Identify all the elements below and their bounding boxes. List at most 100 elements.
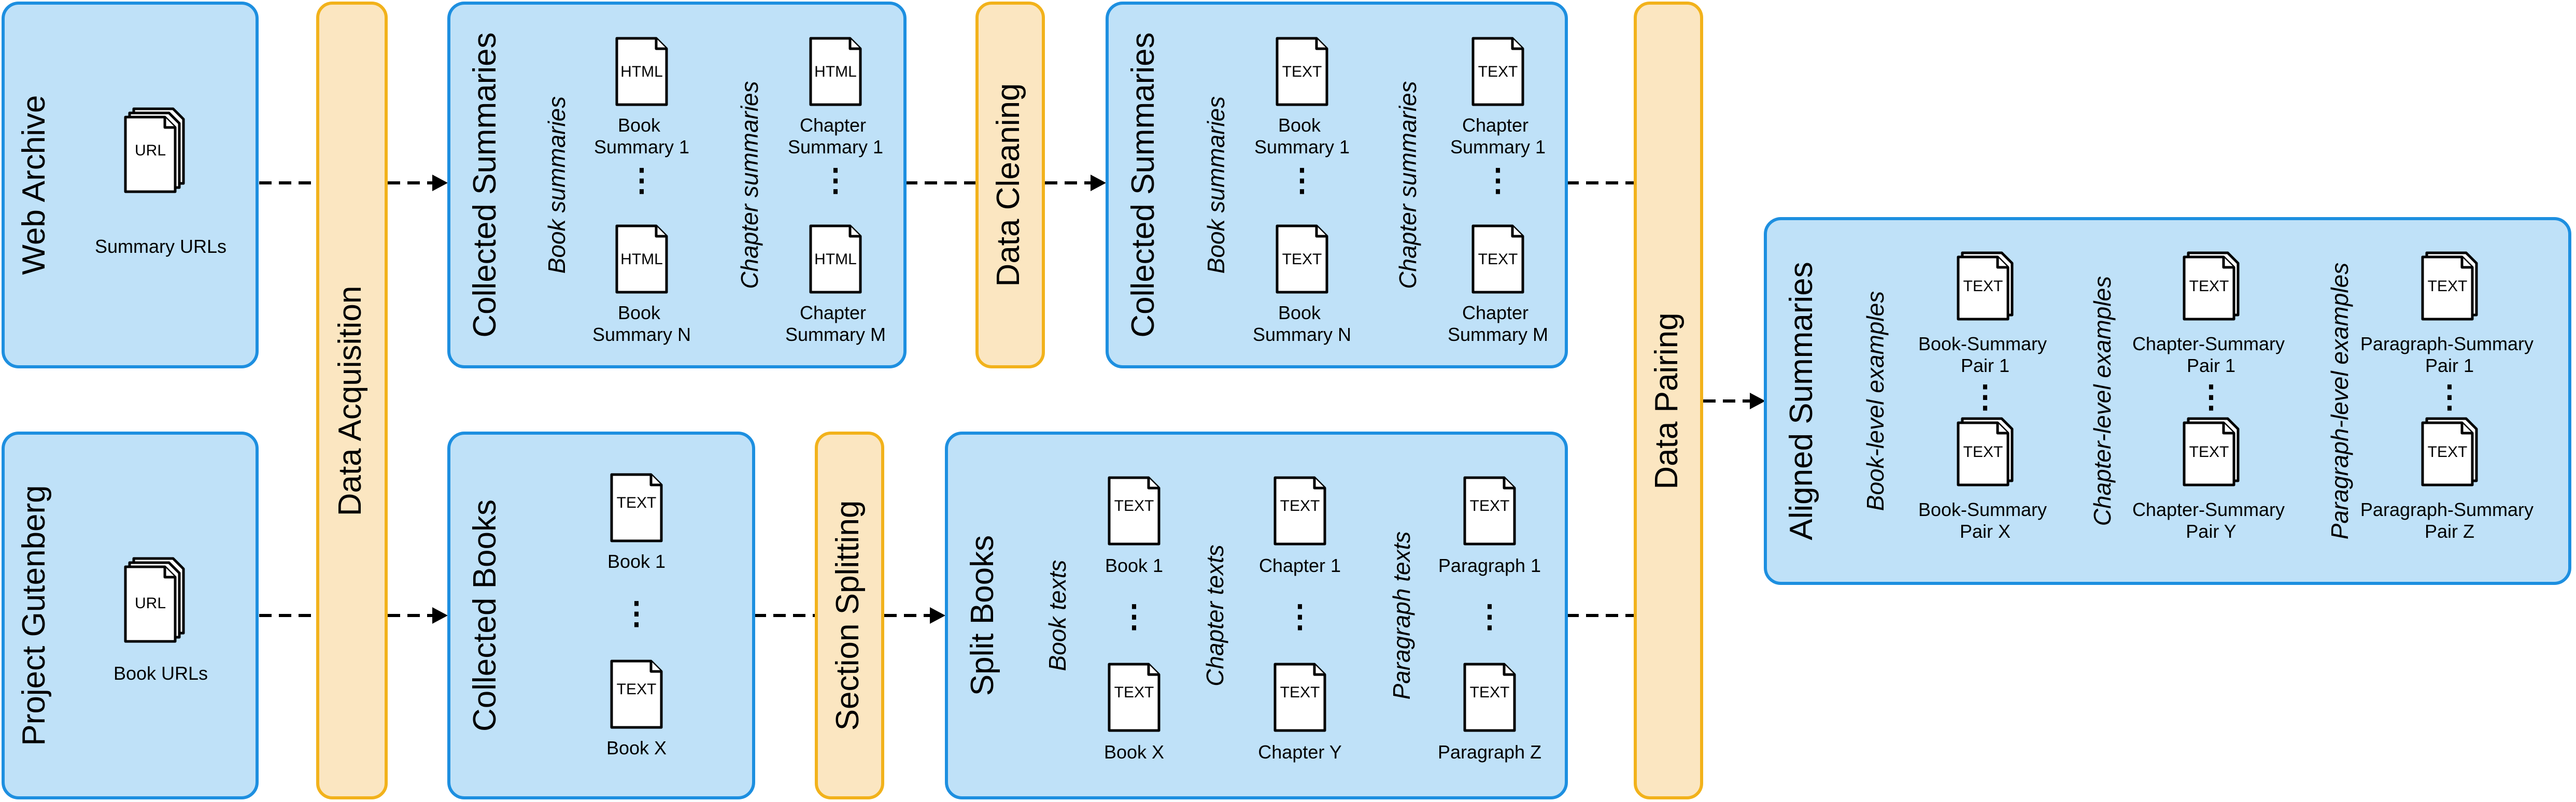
item-label: Book X [1104, 741, 1164, 763]
stage-data-pairing: Data Pairing [1634, 2, 1703, 799]
group-label-paragraph: Paragraph-level examples [2326, 263, 2353, 539]
arrowhead [432, 175, 448, 191]
stage-label: Data Pairing [1649, 312, 1685, 489]
svg-text:TEXT: TEXT [1280, 684, 1320, 701]
box-title: Split Books [965, 535, 1000, 696]
stage-section-splitting: Section Splitting [815, 432, 884, 799]
arrowhead [1750, 393, 1765, 409]
ellipsis: ⋮ [1119, 599, 1150, 634]
ellipsis: ⋮ [1474, 599, 1505, 634]
doc-caption: Summary URLs [95, 236, 227, 257]
document-icon: TEXT [612, 475, 661, 541]
ellipsis: ⋮ [1286, 163, 1318, 197]
document-icon: TEXT [1109, 478, 1159, 544]
box-title: Web Archive [16, 95, 52, 275]
box-title: Collected Summaries [467, 32, 503, 337]
group-label-chapter: Chapter texts [1201, 545, 1228, 686]
svg-text:TEXT: TEXT [1282, 63, 1322, 80]
box-title: Collected Summaries [1125, 32, 1161, 337]
svg-text:TEXT: TEXT [1963, 278, 2003, 295]
document-icon: TEXT [1465, 478, 1515, 544]
box-title: Collected Books [467, 499, 503, 732]
arrowhead [930, 607, 945, 624]
svg-text:HTML: HTML [620, 251, 663, 268]
doc-caption: Book URLs [114, 663, 208, 684]
item-label: Book X [606, 737, 667, 758]
stage-label: Data Cleaning [990, 83, 1026, 287]
item-label: Book Summary 1 [594, 114, 689, 157]
document-stack-icon: TEXT [2184, 419, 2238, 485]
box-aligned-summaries: Aligned Summaries Book-level examples Ch… [1764, 217, 2571, 585]
ellipsis: ⋮ [2196, 379, 2227, 414]
document-icon: TEXT [1277, 38, 1327, 105]
document-icon: HTML [811, 38, 860, 105]
stage-data-acquisition: Data Acquisition [316, 2, 388, 799]
box-collected-summaries-text: Collected Summaries Book summaries Chapt… [1106, 2, 1568, 368]
item-label: Chapter-Summary Pair Y [2132, 499, 2290, 542]
svg-text:TEXT: TEXT [2428, 443, 2468, 461]
document-stack-icon: TEXT [2423, 419, 2476, 485]
group-label-chapter: Chapter summaries [1394, 81, 1421, 289]
svg-text:TEXT: TEXT [1470, 684, 1510, 701]
stage-label: Data Acquisition [332, 286, 368, 517]
document-icon: TEXT [1275, 478, 1325, 544]
doc-tag: URL [135, 595, 166, 612]
document-icon: TEXT [1473, 226, 1523, 292]
svg-text:TEXT: TEXT [1114, 684, 1154, 701]
group-label-book: Book summaries [1202, 96, 1229, 274]
document-stack-icon: TEXT [1958, 253, 2012, 319]
ellipsis: ⋮ [2434, 379, 2465, 414]
item-label: Chapter-Summary Pair 1 [2132, 333, 2290, 376]
document-stack-icon: URL [125, 109, 183, 192]
document-stack-icon: URL [125, 558, 183, 641]
box-collected-books: Collected Books TEXT Book 1 ⋮ TEXT Book … [447, 432, 755, 799]
doc-tag: URL [135, 142, 166, 159]
svg-text:HTML: HTML [814, 63, 857, 80]
svg-text:TEXT: TEXT [1280, 497, 1320, 514]
document-stack-icon: TEXT [1958, 419, 2012, 485]
item-label: Book Summary N [1253, 302, 1351, 345]
document-icon: HTML [811, 226, 860, 292]
document-stack-icon: TEXT [2423, 253, 2476, 319]
item-label: Chapter Summary M [785, 302, 886, 345]
ellipsis: ⋮ [1970, 379, 2001, 414]
item-label: Book Summary 1 [1254, 114, 1350, 157]
svg-text:TEXT: TEXT [1114, 497, 1154, 514]
ellipsis: ⋮ [626, 163, 657, 197]
ellipsis: ⋮ [1284, 599, 1315, 634]
box-title: Project Gutenberg [16, 485, 52, 746]
item-label: Book 1 [1105, 555, 1163, 576]
svg-text:TEXT: TEXT [1282, 251, 1322, 268]
svg-text:TEXT: TEXT [2189, 443, 2229, 461]
svg-text:TEXT: TEXT [1478, 251, 1518, 268]
document-icon: TEXT [1109, 664, 1159, 731]
item-label: Paragraph Z [1438, 741, 1541, 763]
document-icon: TEXT [1275, 664, 1325, 731]
document-icon: TEXT [1473, 38, 1523, 105]
item-label: Book Summary N [592, 302, 691, 345]
connectors [259, 175, 1765, 624]
box-title: Aligned Summaries [1784, 262, 1819, 540]
document-icon: TEXT [1277, 226, 1327, 292]
arrowhead [1091, 175, 1106, 191]
box-collected-summaries-html: Collected Summaries Book summaries Chapt… [447, 2, 907, 368]
svg-text:TEXT: TEXT [1963, 443, 2003, 461]
stage-data-cleaning: Data Cleaning [975, 2, 1045, 368]
item-label: Paragraph-Summary Pair Z [2360, 499, 2539, 542]
svg-text:TEXT: TEXT [617, 681, 657, 698]
svg-text:TEXT: TEXT [1470, 497, 1510, 514]
stage-label: Section Splitting [830, 500, 866, 731]
group-label-book: Book texts [1044, 560, 1071, 671]
arrowhead [432, 607, 448, 624]
svg-text:TEXT: TEXT [1478, 63, 1518, 80]
svg-text:TEXT: TEXT [617, 494, 657, 511]
item-label: Paragraph 1 [1438, 555, 1541, 576]
document-icon: TEXT [612, 661, 661, 727]
group-label-chapter: Chapter-level examples [2089, 276, 2116, 526]
document-icon: HTML [617, 38, 667, 105]
svg-text:TEXT: TEXT [2428, 278, 2468, 295]
box-project-gutenberg: Project Gutenberg URL Book URLs [2, 432, 259, 799]
ellipsis: ⋮ [820, 163, 851, 197]
group-label-chapter: Chapter summaries [736, 81, 763, 289]
box-split-books: Split Books Book texts Chapter texts Par… [945, 432, 1568, 799]
